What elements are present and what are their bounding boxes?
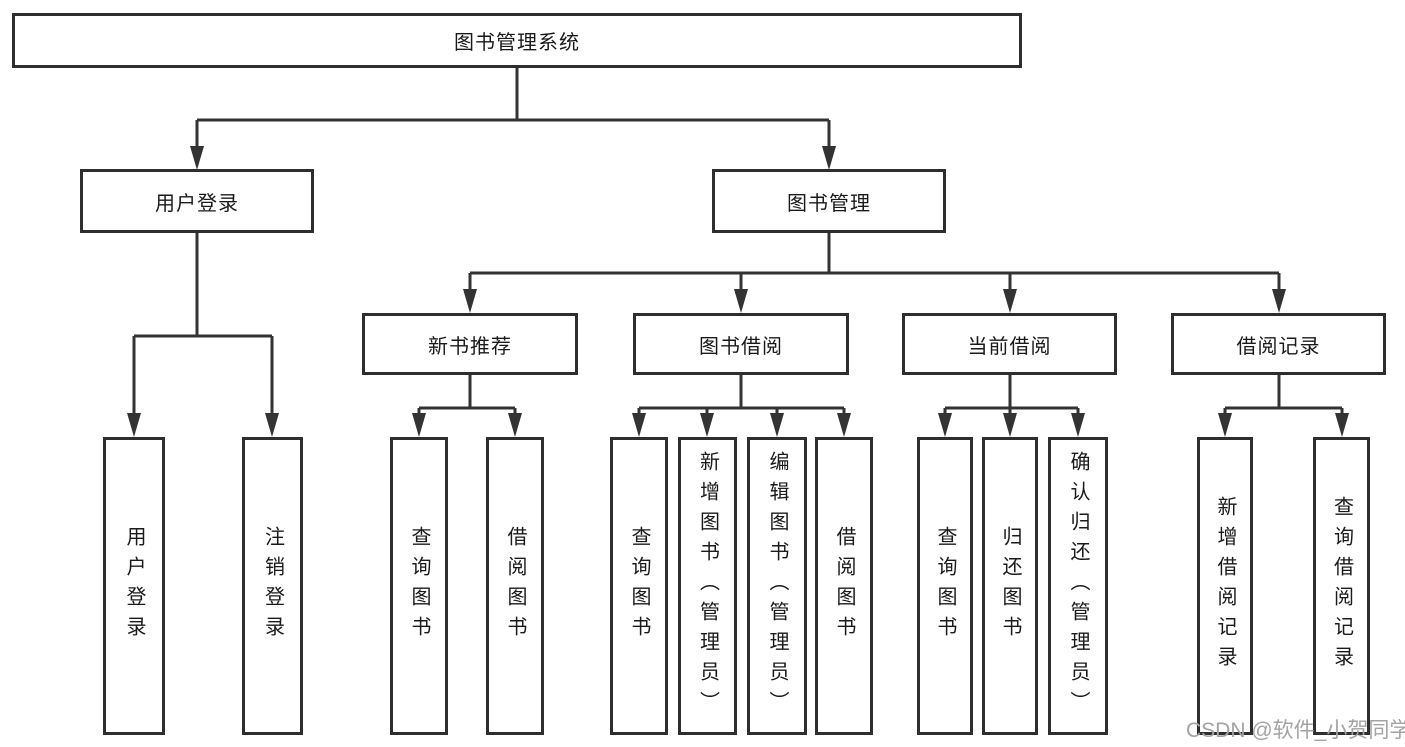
leaf-edit-books-admin-label: 编辑图书（管理员） [766,451,788,721]
leaf-borrow-books-under-borrowing: 借阅图书 [815,437,873,735]
connector-user-login-branch [132,233,274,417]
leaf-query-books-under-recommend: 查询图书 [390,437,448,735]
leaf-borrow-books-under-borrowing-label: 借阅图书 [833,526,855,646]
leaf-query-books-under-borrowing: 查询图书 [610,437,668,735]
node-user-login: 用户登录 [80,169,314,233]
connector-book-management-branch [468,233,1281,293]
arrow-to-current-borrowing [1003,289,1017,313]
leaf-confirm-return-admin: 确认归还（管理员） [1048,437,1108,735]
leaf-logout: 注销登录 [242,437,303,735]
node-current-borrowing-label: 当前借阅 [967,335,1052,358]
arrow-to-leaf-borrow-borrowing [837,413,851,437]
leaf-logout-label: 注销登录 [261,526,284,646]
connector-root-to-level2 [195,68,831,150]
connector-current-borrowing-branch [943,375,1080,417]
node-book-management: 图书管理 [712,169,946,233]
node-new-book-recommendation: 新书推荐 [362,313,578,375]
arrow-to-new-book [463,289,477,313]
node-book-management-label: 图书管理 [787,192,871,215]
leaf-edit-books-admin: 编辑图书（管理员） [747,437,807,735]
leaf-add-borrow-record-label: 新增借阅记录 [1214,496,1236,676]
node-borrowing-records-label: 借阅记录 [1236,335,1321,358]
arrow-to-leaf-logout [265,413,279,437]
connector-new-book-branch [417,375,517,417]
node-new-book-recommendation-label: 新书推荐 [428,335,512,358]
leaf-query-borrow-record-label: 查询借阅记录 [1330,496,1353,676]
arrow-to-leaf-return-books [1003,413,1017,437]
leaf-add-books-admin: 新增图书（管理员） [678,437,737,735]
node-library-system: 图书管理系统 [12,13,1022,68]
arrow-to-leaf-edit-books [770,413,784,437]
leaf-confirm-return-admin-label: 确认归还（管理员） [1067,451,1089,721]
arrow-to-leaf-borrow-recommend [508,413,522,437]
arrow-to-book-borrowing [734,289,748,313]
leaf-return-books: 归还图书 [982,437,1038,735]
arrow-to-user-login [190,146,204,170]
leaf-add-books-admin-label: 新增图书（管理员） [696,451,719,721]
node-borrowing-records: 借阅记录 [1171,313,1386,375]
arrow-to-leaf-add-books [700,413,714,437]
arrow-to-leaf-add-record [1218,413,1232,437]
leaf-borrow-books-under-recommend-label: 借阅图书 [504,526,526,646]
arrow-to-leaf-query-borrowing [632,413,646,437]
arrow-to-leaf-query-recommend [412,413,426,437]
leaf-query-books-under-recommend-label: 查询图书 [408,526,430,646]
node-book-borrowing: 图书借阅 [633,313,849,375]
node-book-borrowing-label: 图书借阅 [699,335,783,358]
leaf-query-books-under-current-label: 查询图书 [934,526,956,646]
leaf-query-books-under-current: 查询图书 [917,437,973,735]
leaf-add-borrow-record: 新增借阅记录 [1197,437,1253,735]
connector-borrowing-records-branch [1223,375,1344,417]
leaf-user-login: 用户登录 [103,437,165,735]
leaf-query-borrow-record: 查询借阅记录 [1313,437,1370,735]
arrow-to-borrowing-records [1272,289,1286,313]
connector-book-borrowing-branch [637,375,846,417]
leaf-user-login-label: 用户登录 [123,526,145,646]
node-user-login-label: 用户登录 [155,192,239,215]
leaf-query-books-under-borrowing-label: 查询图书 [628,526,650,646]
arrow-to-leaf-user-login [127,413,141,437]
node-current-borrowing: 当前借阅 [902,313,1117,375]
node-library-system-label: 图书管理系统 [454,32,580,54]
arrow-to-book-management [822,146,836,170]
arrow-to-leaf-confirm-return [1071,413,1085,437]
arrow-to-leaf-query-current [938,413,952,437]
csdn-watermark: CSDN @软件_小贺同学 [1186,719,1405,742]
leaf-borrow-books-under-recommend: 借阅图书 [486,437,544,735]
arrow-to-leaf-query-record [1335,413,1349,437]
leaf-return-books-label: 归还图书 [999,526,1021,646]
